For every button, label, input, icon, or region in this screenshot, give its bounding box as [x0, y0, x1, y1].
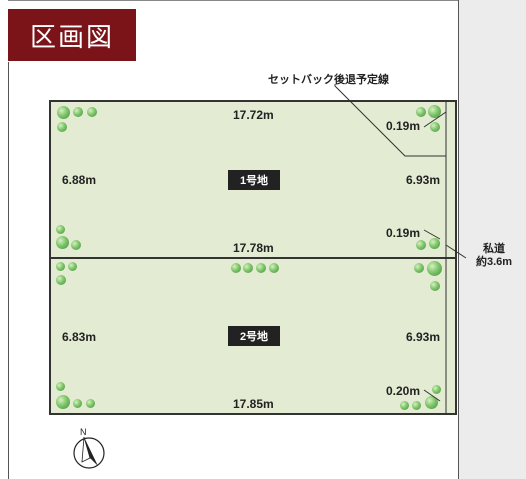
lot-1-bottom-dimension: 17.78m — [233, 241, 274, 255]
tree-icon — [256, 263, 266, 273]
tree-icon — [87, 107, 97, 117]
lot-1-left-dimension: 6.88m — [62, 173, 97, 187]
tree-icon — [400, 401, 409, 410]
road-label-line2: 約3.6m — [475, 256, 513, 268]
tree-icon — [73, 107, 83, 117]
tree-icon — [412, 401, 421, 410]
tree-icon — [57, 106, 70, 119]
road-leader-line — [445, 244, 467, 259]
tree-icon — [57, 122, 67, 132]
tree-icon — [432, 385, 441, 394]
lot-1-label: 1号地 — [228, 170, 280, 190]
map-frame-top — [8, 0, 458, 1]
lot-1-top-dimension: 17.72m — [233, 108, 274, 122]
tree-icon — [243, 263, 253, 273]
tree-icon — [430, 122, 440, 132]
tree-icon — [430, 281, 440, 291]
tree-icon — [86, 399, 95, 408]
north-arrow-icon: N — [73, 427, 105, 469]
tree-icon — [425, 396, 438, 409]
north-letter: N — [80, 427, 87, 437]
setback-pointer — [423, 389, 441, 402]
road-label-line1: 私道 — [483, 243, 505, 255]
tree-icon — [56, 382, 65, 391]
tree-icon — [427, 261, 442, 276]
road-label: 私道 約3.6m — [468, 243, 520, 269]
lot-2-label: 2号地 — [228, 326, 280, 346]
lot-1-setback-top: 0.19m — [386, 119, 421, 133]
page-title: 区画図 — [8, 9, 136, 61]
tree-icon — [56, 236, 69, 249]
tree-icon — [56, 395, 70, 409]
lot-2-setback-bottom: 0.20m — [386, 384, 421, 398]
tree-icon — [416, 240, 426, 250]
map-frame-left — [8, 62, 9, 479]
setback-line-label: セットバック後退予定線 — [268, 74, 389, 86]
tree-icon — [56, 262, 65, 271]
private-road — [458, 0, 526, 479]
tree-icon — [269, 263, 279, 273]
tree-icon — [56, 225, 65, 234]
page-title-text: 区画図 — [29, 22, 114, 53]
lot-2-right-dimension: 6.93m — [406, 330, 441, 344]
tree-icon — [231, 263, 241, 273]
setback-leader-line — [334, 84, 446, 157]
tree-icon — [56, 275, 66, 285]
tree-icon — [428, 105, 441, 118]
tree-icon — [73, 399, 82, 408]
lot-1-setback-bottom: 0.19m — [386, 226, 421, 240]
tree-icon — [71, 240, 81, 250]
setback-pointer — [423, 111, 447, 128]
tree-icon — [416, 107, 426, 117]
lot-1-right-dimension: 6.93m — [406, 173, 441, 187]
lot-2-left-dimension: 6.83m — [62, 330, 97, 344]
tree-icon — [429, 238, 440, 249]
setback-pointer — [423, 229, 441, 240]
lot-2-bottom-dimension: 17.85m — [233, 397, 274, 411]
tree-icon — [414, 263, 424, 273]
tree-icon — [68, 262, 77, 271]
